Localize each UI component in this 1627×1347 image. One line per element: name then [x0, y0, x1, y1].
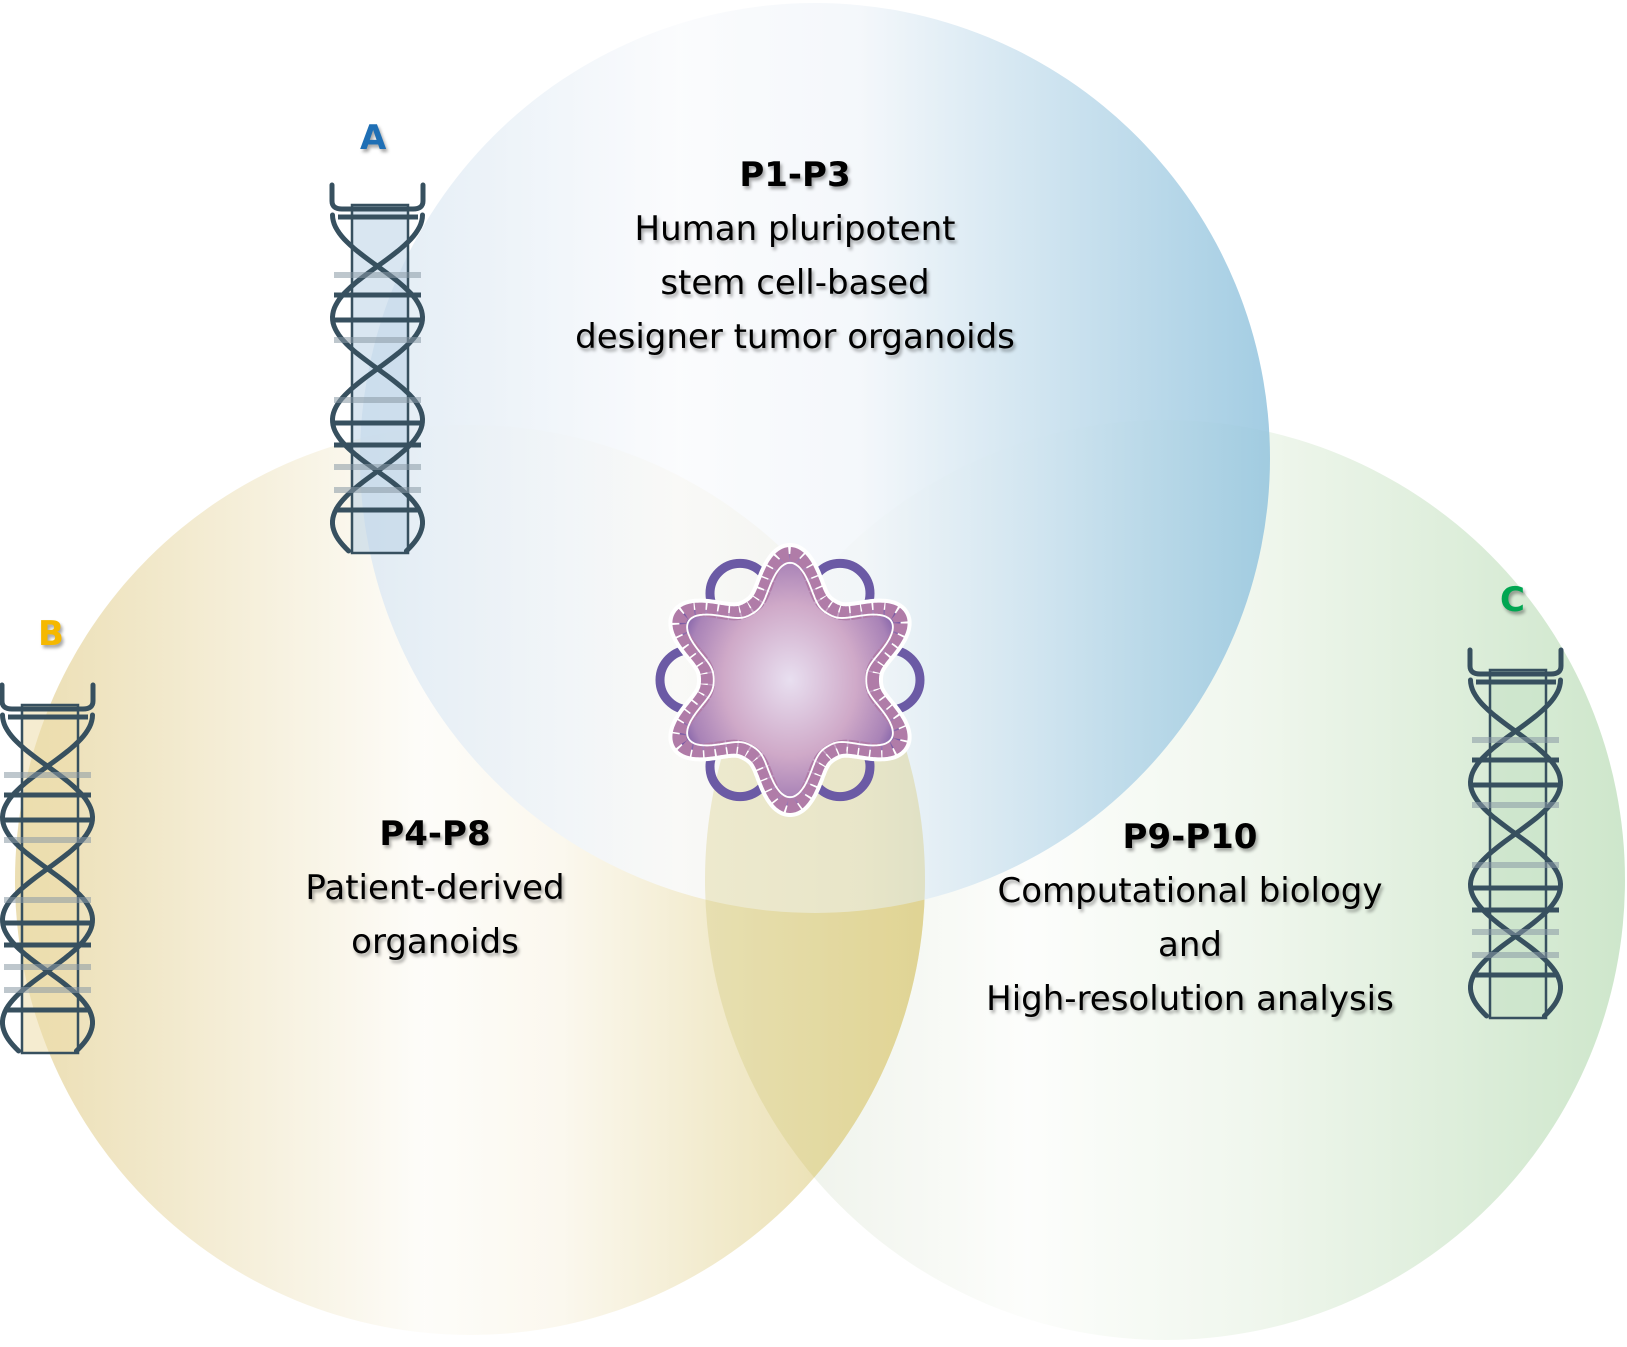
organoid-icon: [655, 543, 925, 817]
title-p4-p8: P4-P8: [379, 814, 491, 854]
circle-a-pluripotent: [360, 3, 1270, 913]
dna-helix-icon: [329, 182, 426, 555]
label-letter-b: B: [38, 614, 64, 654]
label-letter-a: A: [360, 118, 387, 158]
title-p9-p10: P9-P10: [1122, 817, 1258, 857]
desc-line: High-resolution analysis: [986, 979, 1394, 1019]
title-p1-p3: P1-P3: [739, 155, 851, 195]
desc-line: stem cell-based: [660, 263, 930, 303]
desc-line: Patient-derived: [305, 868, 565, 908]
desc-line: Human pluripotent: [634, 209, 956, 249]
label-letter-c: C: [1500, 580, 1525, 620]
dna-helix-icon: [1467, 647, 1564, 1020]
text-block-b: P4-P8 Patient-derived organoids: [255, 807, 615, 969]
desc-line: designer tumor organoids: [575, 317, 1015, 357]
dna-helix-icon: [0, 682, 96, 1055]
desc-line: Computational biology: [997, 871, 1383, 911]
desc-line: organoids: [351, 922, 519, 962]
desc-line: and: [1158, 925, 1222, 965]
text-block-c: P9-P10 Computational biology and High-re…: [940, 810, 1440, 1026]
text-block-a: P1-P3 Human pluripotent stem cell-based …: [545, 148, 1045, 364]
